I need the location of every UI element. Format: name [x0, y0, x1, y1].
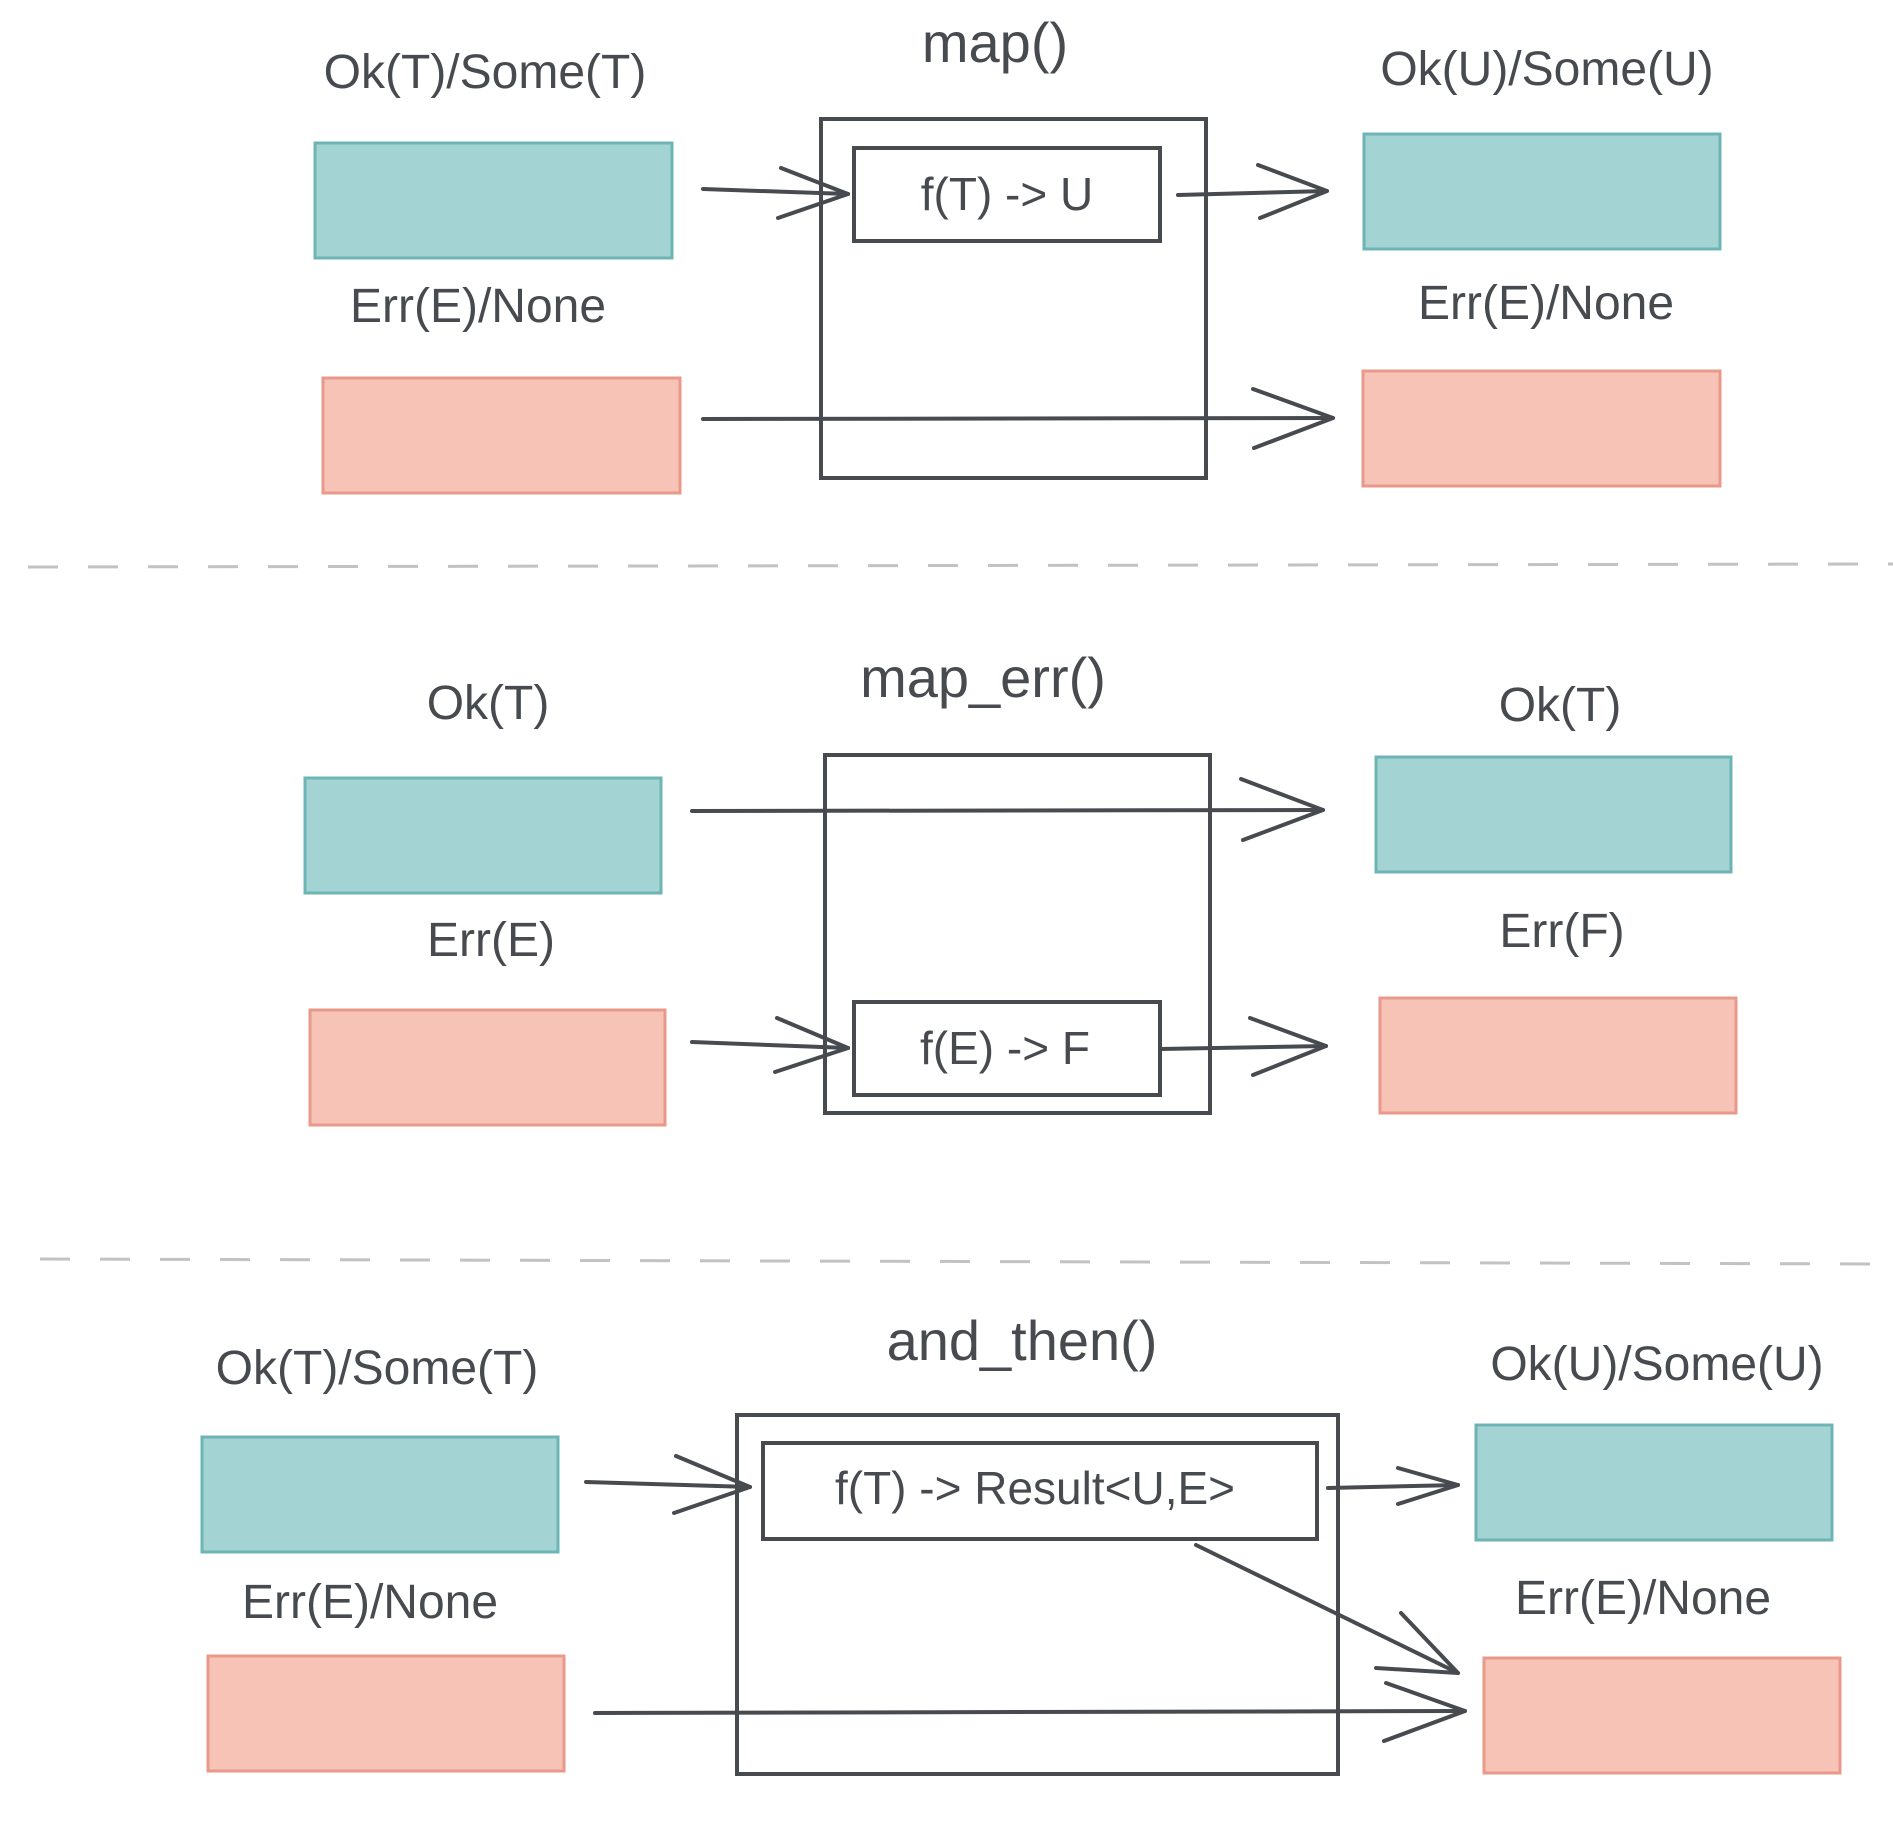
output-ok-label: Ok(U)/Some(U): [1380, 43, 1713, 96]
arrow-ok-passthrough: [690, 777, 1325, 842]
arrow-function-to-err-output: [1194, 1543, 1460, 1675]
output-err-box: [1361, 369, 1722, 488]
function-box: [852, 146, 1162, 243]
section-title: map_err(): [860, 646, 1106, 709]
function-box: [761, 1441, 1319, 1541]
arrow-ok-into-function: [701, 166, 850, 220]
arrow-err-into-function: [690, 1016, 850, 1074]
arrow-err-passthrough: [701, 387, 1335, 450]
input-err-label: Err(E): [427, 914, 555, 967]
input-ok-label: Ok(T)/Some(T): [324, 46, 647, 99]
arrow-function-to-ok-output: [1176, 163, 1329, 220]
output-err-label: Err(F): [1499, 905, 1624, 958]
function-label: f(E) -> F: [920, 1022, 1090, 1074]
function-box: [852, 1000, 1162, 1097]
function-label: f(T) -> Result<U,E>: [835, 1462, 1235, 1514]
map-section: map() Ok(T)/Some(T) Err(E)/None f(T) -> …: [313, 11, 1722, 495]
section-title: map(): [922, 11, 1068, 74]
transform-frame: [823, 753, 1212, 1115]
arrow-function-to-err-output: [1158, 1016, 1328, 1077]
output-ok-label: Ok(T): [1499, 679, 1622, 732]
input-err-label: Err(E)/None: [350, 280, 606, 333]
transform-frame: [735, 1413, 1340, 1776]
output-err-box: [1378, 996, 1738, 1115]
section-divider: [27, 562, 1893, 569]
output-ok-box: [1362, 132, 1722, 251]
map-err-section: map_err() Ok(T) Err(E) f(E) -> F Ok(T) E…: [303, 646, 1738, 1127]
input-ok-label: Ok(T)/Some(T): [216, 1342, 539, 1395]
input-ok-label: Ok(T): [427, 677, 550, 730]
output-ok-box: [1474, 1423, 1834, 1542]
output-ok-label: Ok(U)/Some(U): [1490, 1338, 1823, 1391]
output-ok-box: [1374, 755, 1733, 874]
function-label: f(T) -> U: [921, 168, 1093, 220]
input-err-box: [321, 376, 682, 495]
transform-frame: [819, 117, 1208, 480]
output-err-label: Err(E)/None: [1515, 1572, 1771, 1625]
and-then-section: and_then() Ok(T)/Some(T) Err(E)/None f(T…: [200, 1309, 1842, 1776]
section-title: and_then(): [887, 1309, 1158, 1372]
input-err-label: Err(E)/None: [242, 1576, 498, 1629]
input-err-box: [308, 1008, 667, 1127]
output-err-box: [1482, 1656, 1842, 1775]
input-err-box: [206, 1654, 566, 1773]
output-err-label: Err(E)/None: [1418, 277, 1674, 330]
section-divider: [39, 1257, 1893, 1266]
arrow-ok-into-function: [584, 1454, 752, 1515]
input-ok-box: [200, 1435, 560, 1554]
arrow-function-to-ok-output: [1326, 1466, 1460, 1506]
input-ok-box: [313, 141, 674, 260]
arrow-err-passthrough: [593, 1681, 1467, 1743]
input-ok-box: [303, 776, 663, 895]
